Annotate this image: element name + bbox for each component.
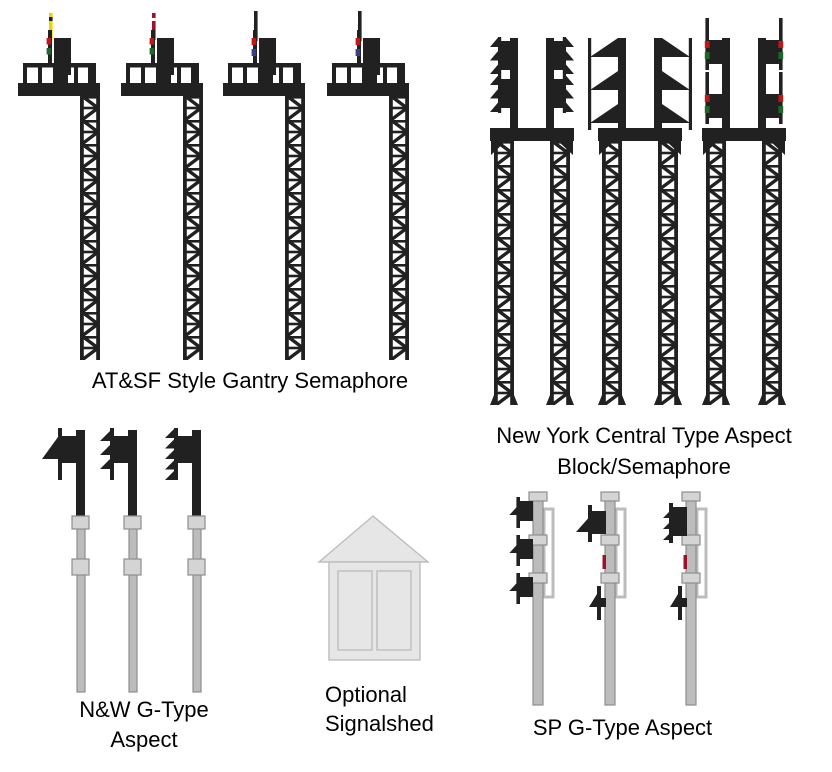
head-box xyxy=(673,507,687,536)
nw-g-type-group xyxy=(42,427,206,693)
nyc-unit-2 xyxy=(588,38,692,405)
shed-body xyxy=(328,561,421,661)
gantry-semaphore-unit-3 xyxy=(223,11,305,360)
sp-signal-2 xyxy=(576,490,627,707)
shed-door xyxy=(337,570,373,651)
caption-atsf: AT&SF Style Gantry Semaphore xyxy=(91,368,409,393)
red-lens xyxy=(46,38,52,45)
optional-signalshed xyxy=(317,515,430,661)
sp-g-type-group xyxy=(509,490,708,707)
black-blade xyxy=(358,11,362,41)
caption-shed: Optional Signalshed xyxy=(325,680,495,738)
caption-nyc: New York Central Type Aspect Block/Semap… xyxy=(458,420,830,482)
red-lens xyxy=(355,38,361,45)
shed-door xyxy=(376,570,412,651)
nw-signal-1 xyxy=(42,427,90,693)
caption-nw: N&W G-Type Aspect xyxy=(44,695,244,755)
nyc-unit-3 xyxy=(702,18,786,405)
sp-signal-1 xyxy=(509,490,555,707)
gantry-semaphore-unit-4 xyxy=(327,11,409,360)
red-blade xyxy=(152,13,156,40)
caption-nyc-line1: New York Central Type Aspect xyxy=(496,423,792,448)
red-lens xyxy=(251,38,257,45)
black-blade xyxy=(254,11,258,41)
red-lens xyxy=(149,38,155,45)
green-lens xyxy=(46,48,52,55)
yellow-blade xyxy=(49,13,53,40)
shed-roof xyxy=(317,515,430,563)
gantry-semaphore-unit-1 xyxy=(18,13,100,360)
large-fin xyxy=(576,514,592,532)
atsf-gantry-group xyxy=(18,11,409,360)
caption-shed-line2: Signalshed xyxy=(325,711,434,736)
caption-shed-line1: Optional xyxy=(325,682,407,707)
head-box xyxy=(592,511,606,534)
nyc-unit-1 xyxy=(490,37,574,405)
blue-lens xyxy=(251,49,257,56)
sp-signal-3 xyxy=(663,490,708,707)
nw-signal-2 xyxy=(100,427,142,693)
caption-sp: SP G-Type Aspect xyxy=(532,715,713,740)
nw-signal-3 xyxy=(165,427,206,693)
single-fin xyxy=(42,437,58,459)
caption-nyc-line2: Block/Semaphore xyxy=(557,454,731,479)
red-lens-blade xyxy=(602,555,606,569)
blue-lens xyxy=(355,49,361,56)
caption-nw-line2: Aspect xyxy=(110,727,178,752)
green-lens xyxy=(149,48,155,55)
nyc-block-semaphore-group xyxy=(490,18,786,405)
gantry-semaphore-unit-2 xyxy=(121,13,203,360)
caption-nw-line1: N&W G-Type xyxy=(79,697,209,722)
red-lens-blade xyxy=(683,555,687,569)
